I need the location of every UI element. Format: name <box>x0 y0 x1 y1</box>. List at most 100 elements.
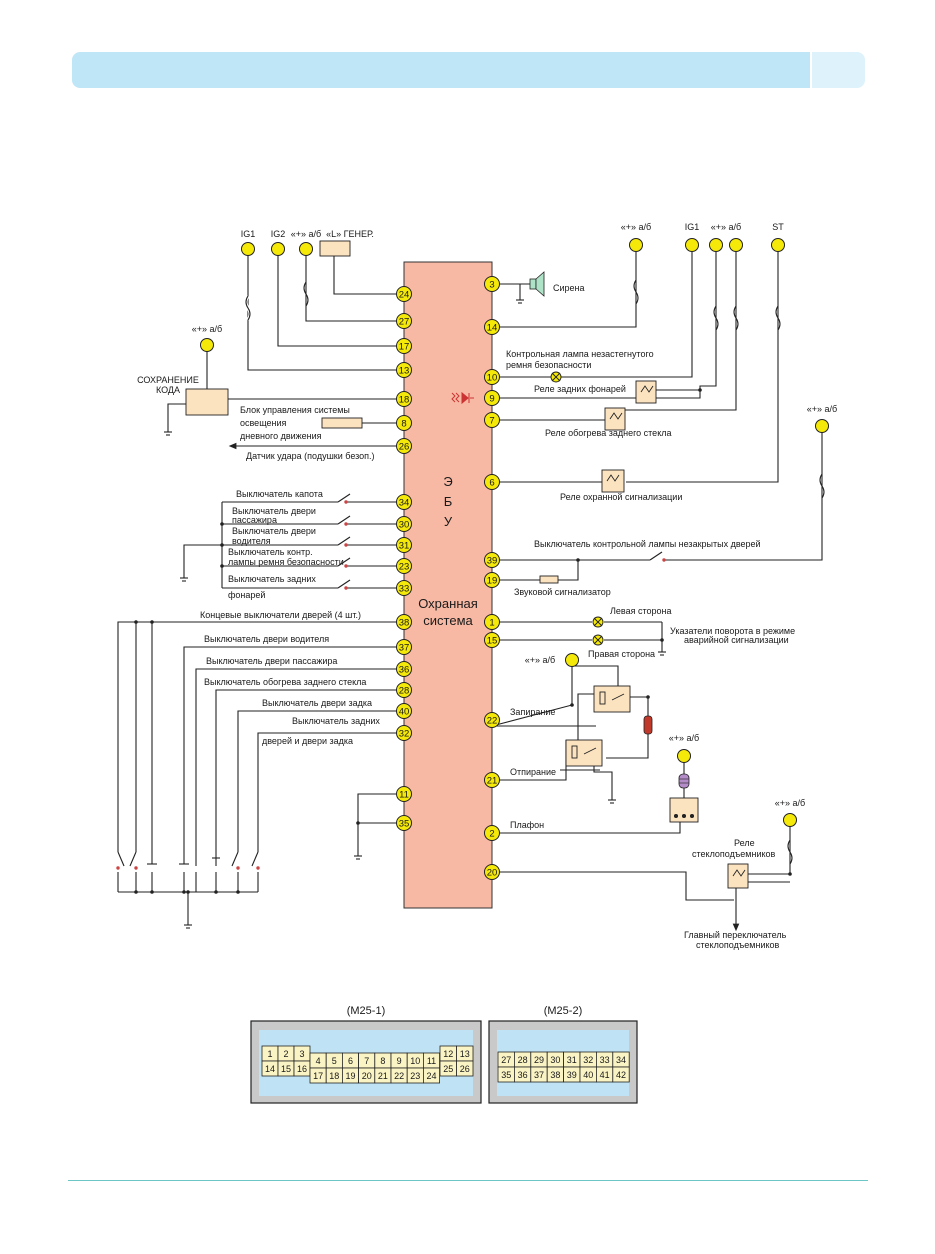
ecu-right-pin-9-terminal <box>484 390 500 406</box>
ecu-left-pin-13-terminal <box>396 362 412 378</box>
connector-m25-1-title: (M25-1) <box>347 1005 386 1017</box>
ecu-right-pin-21-terminal <box>484 772 500 788</box>
ecu-left-pin-38-terminal <box>396 614 412 630</box>
label-belt-lamp-2: ремня безопасности <box>506 360 591 370</box>
ecu-left-pin-23-label: 23 <box>399 561 410 572</box>
ecu-left-pin-34-label: 34 <box>399 497 410 508</box>
connector-cell-1-label: 1 <box>267 1049 272 1059</box>
ecu-left-pin-33-label: 33 <box>399 583 410 594</box>
dome-lamp-icon <box>678 773 690 789</box>
ecu-right-pin-15-label: 15 <box>487 635 498 646</box>
connector-cell-25-label: 25 <box>443 1064 453 1074</box>
label-drl-1: Блок управления системы <box>240 405 350 415</box>
source-generator: «L» ГЕНЕР. <box>326 229 374 239</box>
label-window-relay-1: Реле <box>734 838 755 848</box>
source-batt-1: «+» а/б <box>291 229 321 239</box>
ecu-left-pin-11-terminal <box>396 786 412 802</box>
connector-cell-23-label: 23 <box>410 1071 420 1081</box>
source-ig1-left: IG1 <box>241 229 256 239</box>
connector-cell-16-label: 16 <box>297 1064 307 1074</box>
label-drl-3: дневного движения <box>240 431 322 441</box>
buzzer-icon <box>539 575 559 584</box>
connector-cell-27-label: 27 <box>501 1055 511 1065</box>
ecu-left-pin-36-terminal <box>396 661 412 677</box>
ecu-left-pin-26-label: 26 <box>399 441 410 452</box>
ecu-right-pin-7-terminal <box>484 412 500 428</box>
connector-cell-38-label: 38 <box>550 1070 560 1080</box>
diode-icon <box>451 391 474 405</box>
junctions <box>134 388 792 894</box>
connector-cell-6-label: 6 <box>348 1056 353 1066</box>
ecu-right-pin-20-label: 20 <box>487 867 498 878</box>
ecu-right-pin-3-terminal <box>484 276 500 292</box>
siren-icon <box>529 271 545 297</box>
ecu-name-line1: Охранная <box>418 596 478 611</box>
label-pass-door-1: Выключатель двери <box>232 506 316 516</box>
label-pass-door-sw: Выключатель двери пассажира <box>206 656 337 666</box>
ecu-left-pin-18-label: 18 <box>399 394 410 405</box>
ecu-right-pin-14-label: 14 <box>487 322 498 333</box>
label-rear-doors-1: Выключатель задних <box>292 716 380 726</box>
ecu-left-pin-40-terminal <box>396 703 412 719</box>
connector-m25-2-title: (M25-2) <box>544 1005 583 1017</box>
label-main-switch-2: стеклоподъемников <box>696 940 780 950</box>
power-terminals <box>200 238 829 827</box>
label-door-lamp-sw: Выключатель контрольной лампы незакрытых… <box>534 539 761 549</box>
ecu-letter-2: Б <box>444 494 453 509</box>
label-rear-lamps-2: фонарей <box>228 590 265 600</box>
label-window-relay-2: стеклоподъемников <box>692 849 776 859</box>
connector-cell-32-label: 32 <box>583 1055 593 1065</box>
connector-cell-36-label: 36 <box>518 1070 528 1080</box>
connector-cell-2-label: 2 <box>283 1049 288 1059</box>
ecu-left-pin-27-label: 27 <box>399 316 410 327</box>
ecu-letter-3: У <box>444 514 453 529</box>
ecu-left-pin-30-terminal <box>396 516 412 532</box>
ecu-left-pin-33-terminal <box>396 580 412 596</box>
ecu-left-pin-37-terminal <box>396 639 412 655</box>
connector-cell-35-label: 35 <box>501 1070 511 1080</box>
ecu-left-pin-32-terminal <box>396 725 412 741</box>
source-batt-2: «+» а/б <box>192 324 222 334</box>
label-belt-1: Выключатель контр. <box>228 547 313 557</box>
ecu-right-pin-39-terminal <box>484 552 500 568</box>
ecu-name-line2: система <box>423 613 473 628</box>
label-courtesy: Концевые выключатели дверей (4 шт.) <box>200 610 361 620</box>
ecu-left-pin-28-terminal <box>396 682 412 698</box>
ecu-left-pin-27-terminal <box>396 313 412 329</box>
label-dome: Плафон <box>510 820 544 830</box>
label-drv-door-sw: Выключатель двери водителя <box>204 634 329 644</box>
connector-cell-37-label: 37 <box>534 1070 544 1080</box>
ecu-right-pin-22-terminal <box>484 712 500 728</box>
ecu-left-pin-28-label: 28 <box>399 685 410 696</box>
connector-cell-30-label: 30 <box>550 1055 560 1065</box>
connector-cell-26-label: 26 <box>460 1064 470 1074</box>
ecu-right-pin-1-terminal <box>484 614 500 630</box>
label-rear-defog-sw: Выключатель обогрева заднего стекла <box>204 677 366 687</box>
label-siren: Сирена <box>553 283 585 293</box>
source-ig1-right: IG1 <box>685 222 700 232</box>
connector-cell-7-label: 7 <box>364 1056 369 1066</box>
connector-cell-9-label: 9 <box>397 1056 402 1066</box>
label-drl-2: освещения <box>240 418 286 428</box>
source-batt-3: «+» а/б <box>621 222 651 232</box>
connector-cell-29-label: 29 <box>534 1055 544 1065</box>
ecu-right-pin-10-terminal <box>484 369 500 385</box>
ecu-left-pin-11-label: 11 <box>399 789 409 800</box>
label-rear-lamps-1: Выключатель задних <box>228 574 316 584</box>
ecu-left-pin-32-label: 32 <box>399 728 410 739</box>
connector-cell-33-label: 33 <box>600 1055 610 1065</box>
ecu-left-pin-8-label: 8 <box>401 418 406 429</box>
label-main-switch-1: Главный переключатель <box>684 930 787 940</box>
source-batt-8: «+» а/б <box>775 798 805 808</box>
connector-cell-5-label: 5 <box>332 1056 337 1066</box>
ecu-left-pin-36-label: 36 <box>399 664 410 675</box>
ecu-block <box>403 261 493 909</box>
connector-cell-24-label: 24 <box>426 1071 436 1081</box>
label-belt-2: лампы ремня безопасности <box>228 557 344 567</box>
ecu-left-pin-35-terminal <box>396 815 412 831</box>
label-hazard-1: Указатели поворота в режиме <box>670 626 795 636</box>
connector-cell-22-label: 22 <box>394 1071 404 1081</box>
ecu-left-pin-30-label: 30 <box>399 519 410 530</box>
